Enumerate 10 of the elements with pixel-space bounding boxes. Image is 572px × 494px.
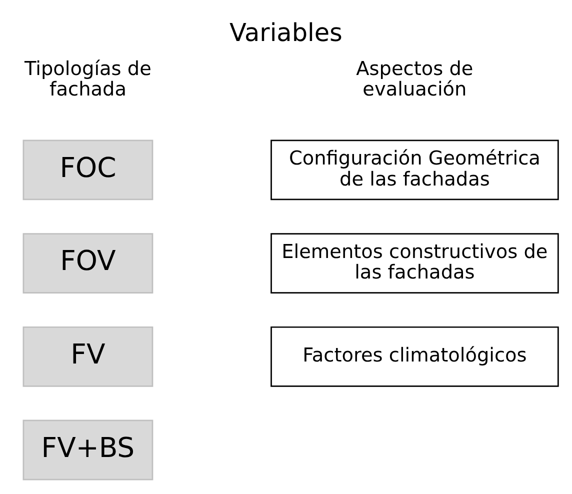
label: Aspectos de evaluación bbox=[356, 56, 474, 100]
node-box: Factores climatológicos bbox=[270, 326, 559, 386]
node-box: Elementos constructivos de las fachadas bbox=[270, 232, 559, 293]
node-box: FV bbox=[22, 326, 154, 386]
label: Tipologías de fachada bbox=[24, 56, 152, 100]
node-box: FOC bbox=[22, 139, 154, 200]
node-box: Configuración Geométrica de las fachadas bbox=[270, 139, 559, 200]
node-box: FV+BS bbox=[22, 419, 154, 480]
diagram-title: Variables bbox=[230, 17, 342, 46]
node-box: FOV bbox=[22, 232, 154, 293]
